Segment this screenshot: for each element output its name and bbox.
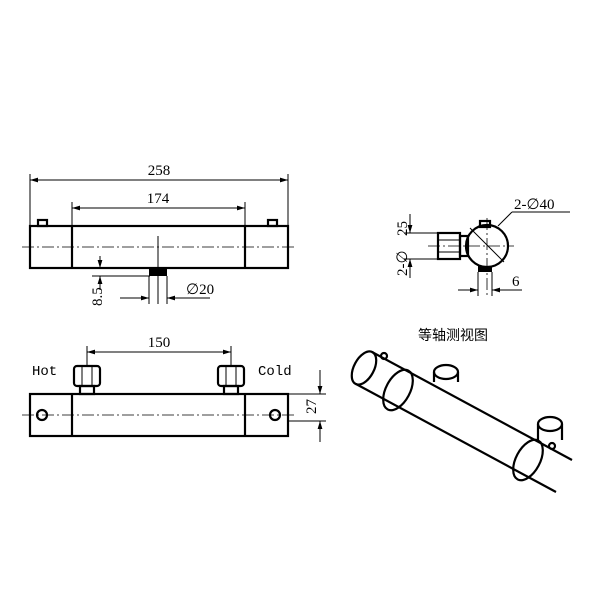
label-cold: Cold bbox=[258, 364, 292, 380]
iso-view-title: 等轴测视图 bbox=[418, 327, 488, 344]
side-tab bbox=[478, 219, 492, 229]
iso-sleeve-right bbox=[512, 438, 544, 482]
iso-inlet-cold-stem bbox=[536, 424, 564, 440]
front-view: 258 174 8.5 ∅20 bbox=[22, 163, 296, 306]
iso-body-end-left bbox=[350, 350, 378, 386]
top-view: 150 Hot Cold 27 bbox=[22, 335, 326, 442]
dim-outlet-dia-label: ∅20 bbox=[186, 282, 214, 298]
dim-outlet-label: 6 bbox=[512, 274, 520, 290]
dim-body-dia-label: 2-∅40 bbox=[514, 197, 555, 213]
dim-outlet-offset-label: 8.5 bbox=[90, 287, 106, 306]
leader-body-dia bbox=[497, 211, 513, 227]
iso-hole bbox=[379, 351, 389, 361]
iso-inlet-cold bbox=[536, 415, 564, 433]
iso-inlet-hot bbox=[432, 363, 460, 381]
dim-depth-label: 27 bbox=[304, 399, 320, 415]
mounting-hole-right bbox=[268, 408, 282, 422]
hot-inlet-stem bbox=[78, 384, 96, 396]
dim-body-label: 174 bbox=[147, 191, 170, 207]
cold-inlet-stem bbox=[222, 384, 240, 396]
iso-inlet-hot-stem bbox=[432, 372, 460, 382]
iso-hole bbox=[547, 441, 557, 451]
isometric-view: 等轴测视图 bbox=[350, 327, 573, 493]
dim-height-label: 25 bbox=[395, 221, 411, 236]
hot-inlet-nut bbox=[72, 364, 102, 388]
label-hot: Hot bbox=[32, 364, 57, 380]
iso-sleeve-left bbox=[382, 368, 414, 412]
iso-body-edge-bottom bbox=[355, 383, 557, 493]
front-tab-right bbox=[266, 218, 279, 228]
mounting-hole-left bbox=[35, 408, 49, 422]
side-view: 25 2-∅ 2-∅40 6 bbox=[395, 197, 570, 296]
front-tab-left bbox=[36, 218, 49, 228]
dim-inlet-dia-label: 2-∅ bbox=[395, 250, 411, 276]
cold-inlet-nut bbox=[216, 364, 246, 388]
dim-inlet-spacing-label: 150 bbox=[148, 335, 171, 351]
side-outlet bbox=[478, 266, 492, 272]
dim-overall-label: 258 bbox=[148, 163, 171, 179]
